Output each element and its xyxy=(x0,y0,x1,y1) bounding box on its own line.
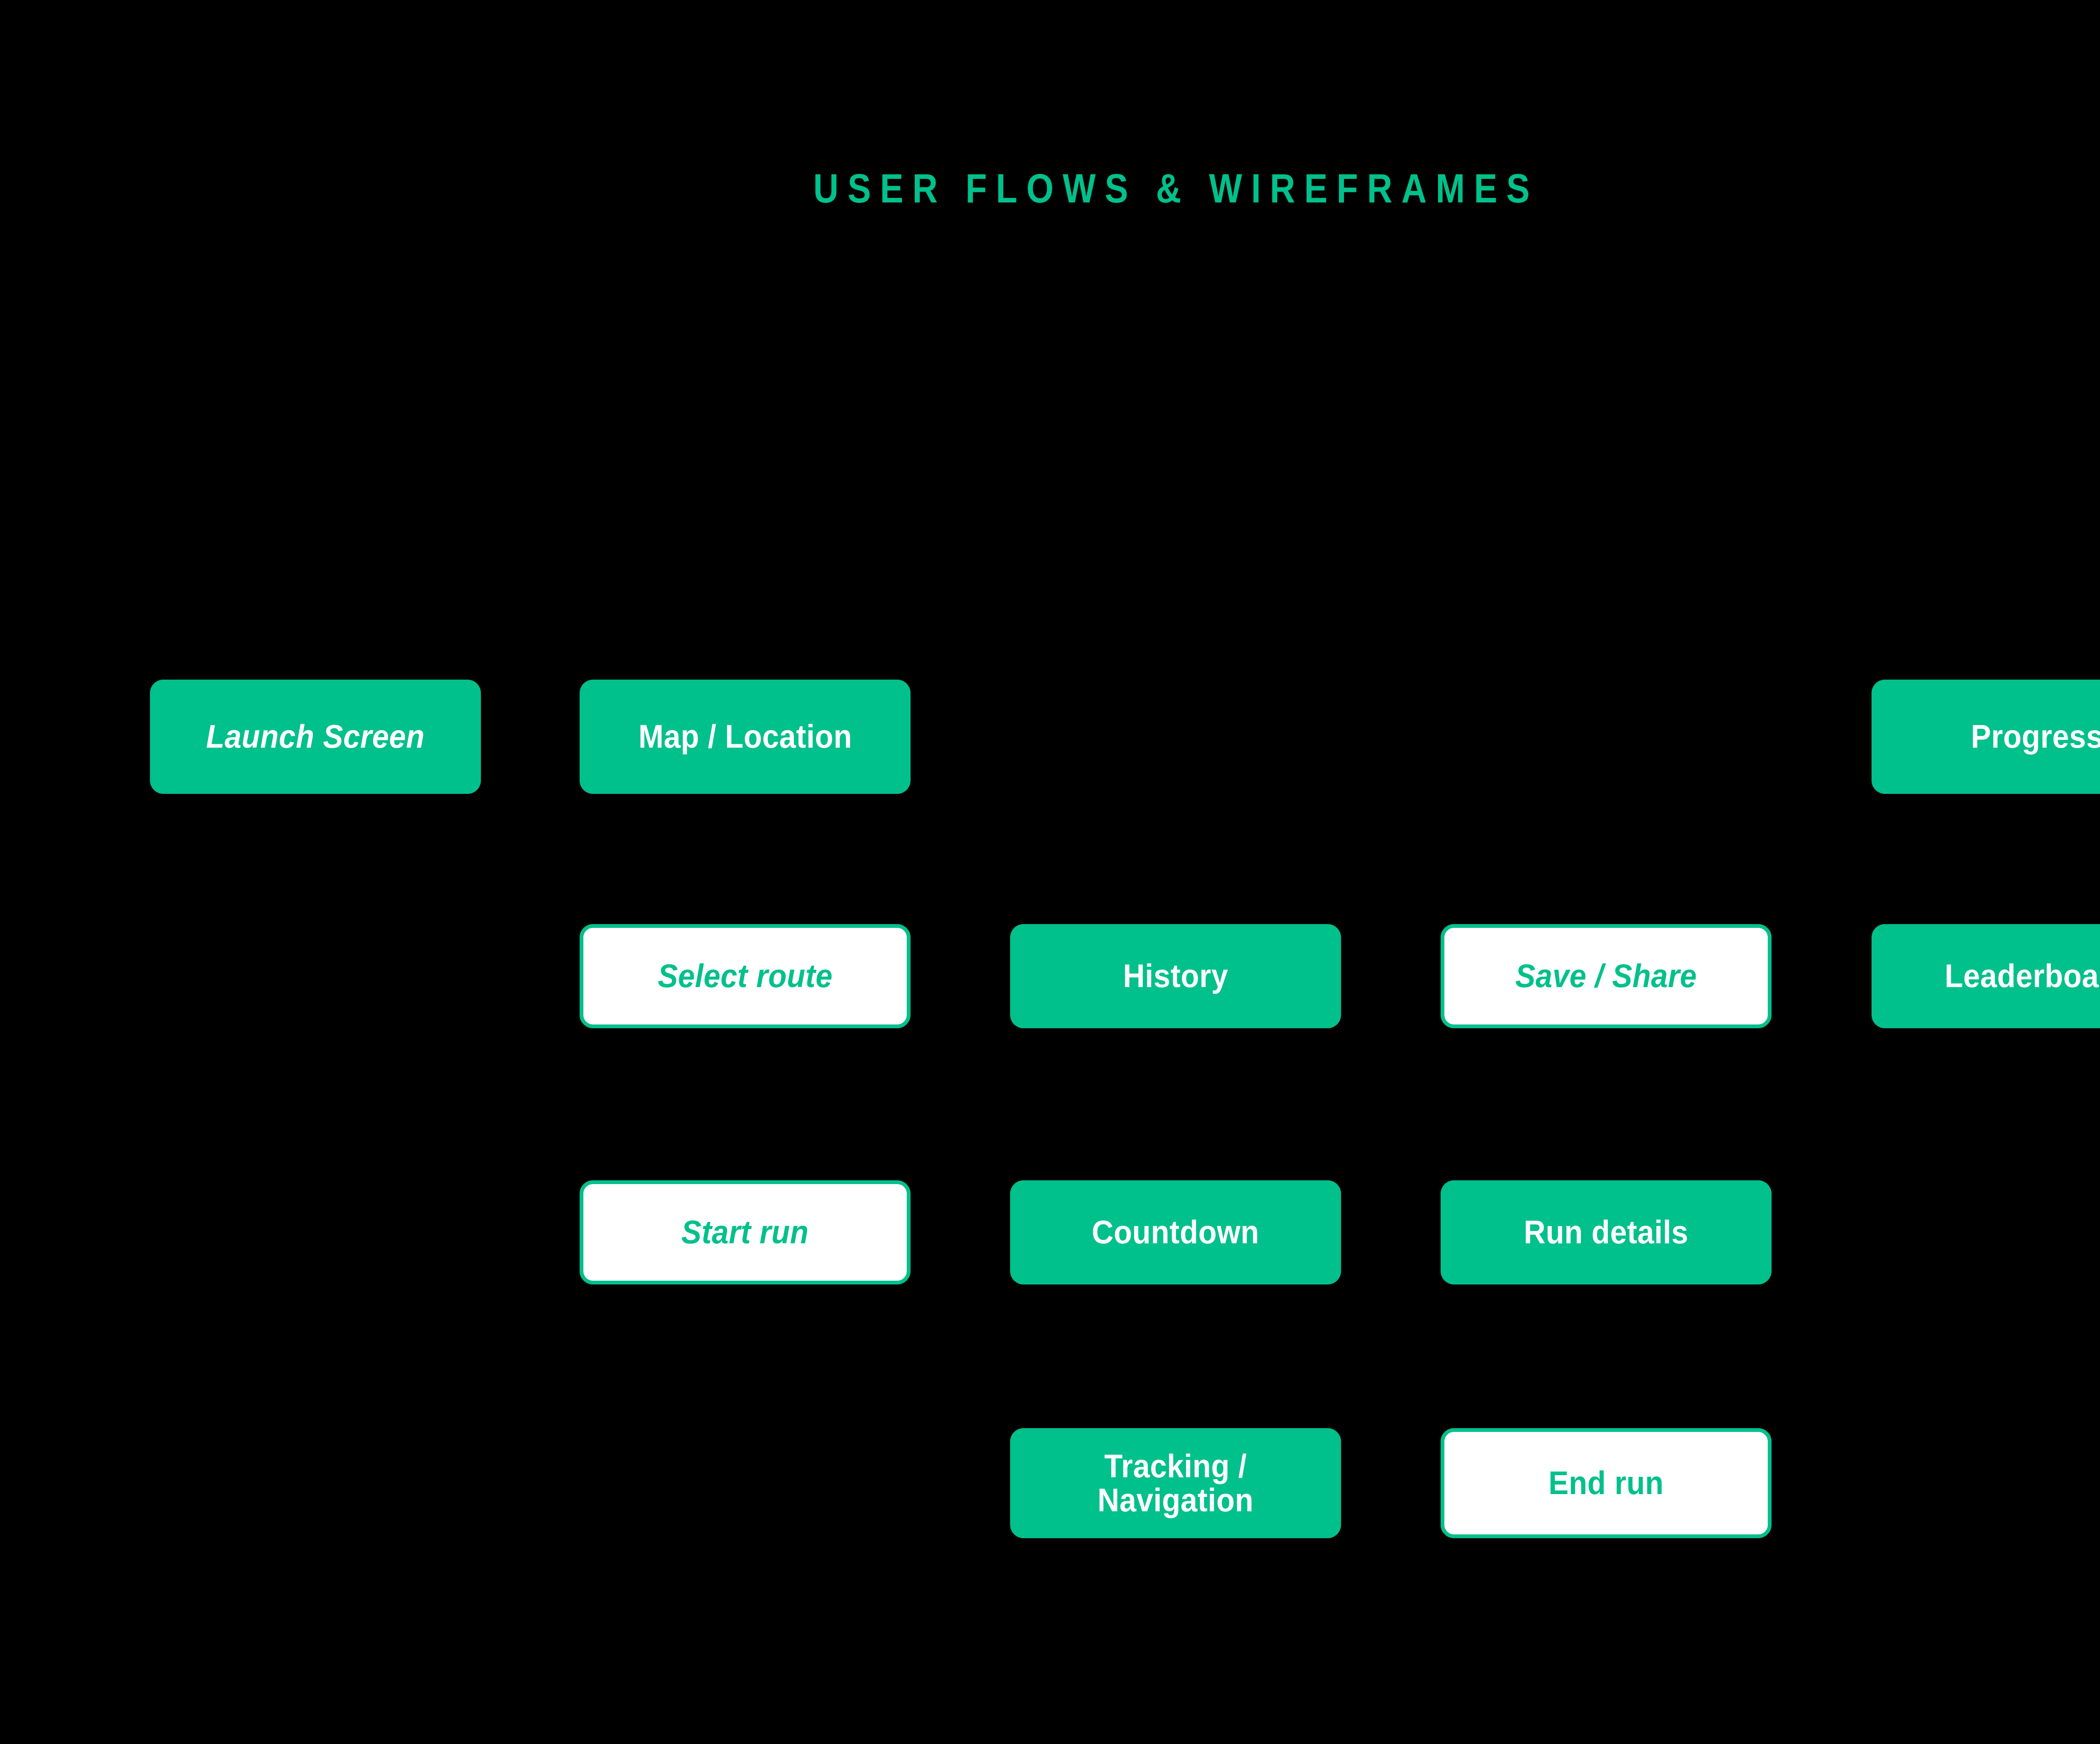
flow-node-history[interactable]: History xyxy=(1010,924,1341,1028)
flow-node-label: Select route xyxy=(657,957,833,995)
flow-node-label: Countdown xyxy=(1092,1213,1260,1251)
flow-node-progress[interactable]: Progress xyxy=(1872,680,2100,794)
flow-node-label: Save / Share xyxy=(1515,957,1697,995)
flow-node-label: Map / Location xyxy=(638,718,852,755)
flow-node-label: End run xyxy=(1548,1464,1664,1502)
flow-node-run-details[interactable]: Run details xyxy=(1441,1180,1772,1284)
flow-node-countdown[interactable]: Countdown xyxy=(1010,1180,1341,1284)
flow-node-map-location[interactable]: Map / Location xyxy=(580,680,911,794)
flow-node-label: Run details xyxy=(1524,1213,1688,1251)
flow-node-leaderboard[interactable]: Leaderboard xyxy=(1872,924,2100,1028)
flow-node-label: Progress xyxy=(1971,718,2100,755)
flow-node-start-run[interactable]: Start run xyxy=(580,1180,911,1284)
flow-node-label: Leaderboard xyxy=(1945,957,2100,995)
flow-node-select-route[interactable]: Select route xyxy=(580,924,911,1028)
page-title: USER FLOWS & WIREFRAMES xyxy=(813,165,1539,211)
flow-node-end-run[interactable]: End run xyxy=(1441,1428,1772,1538)
flow-node-tracking-navigation[interactable]: Tracking / Navigation xyxy=(1010,1428,1341,1538)
flow-node-label: Start run xyxy=(681,1213,809,1251)
flow-node-launch-screen[interactable]: Launch Screen xyxy=(150,680,481,794)
flow-node-label: History xyxy=(1123,957,1228,995)
flow-node-save-share[interactable]: Save / Share xyxy=(1441,924,1772,1028)
flow-node-label: Tracking / Navigation xyxy=(1097,1447,1254,1518)
flow-node-label: Launch Screen xyxy=(206,718,425,755)
